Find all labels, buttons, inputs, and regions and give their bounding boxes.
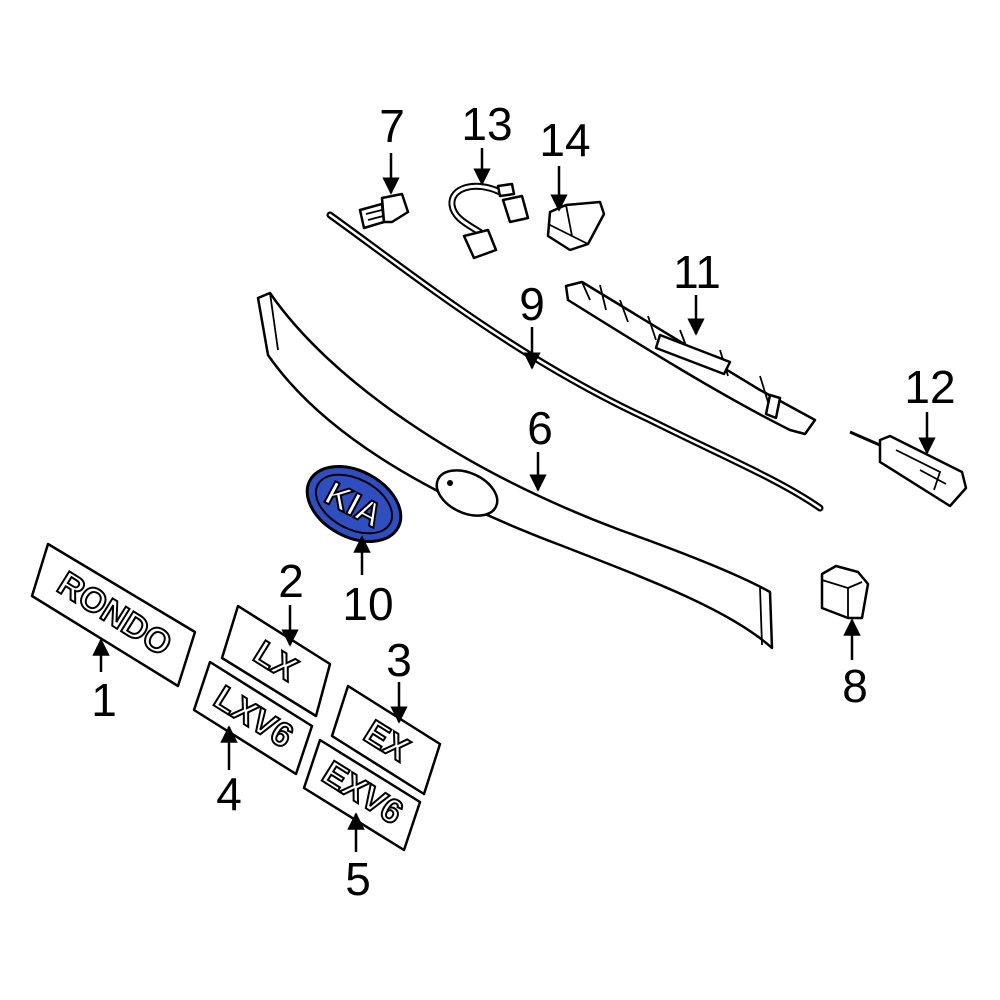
callout-8: 8 [842,660,868,712]
callout-14: 14 [539,114,590,166]
part-10-kia-emblem[interactable]: KIA [294,451,413,556]
callout-6: 6 [527,402,553,454]
part-7-screw[interactable] [358,192,410,230]
callout-3: 3 [386,634,412,686]
part-4-lxv6-badge[interactable]: LXV6 [192,660,314,776]
callout-5: 5 [345,853,371,905]
callout-4: 4 [216,768,242,820]
callout-7: 7 [379,100,405,152]
callout-10: 10 [342,578,393,630]
part-13-wiring-harness[interactable] [448,182,530,260]
leader-arrows [92,148,936,852]
part-14-clip[interactable] [546,200,606,252]
callout-9: 9 [519,278,545,330]
callout-13: 13 [461,98,512,150]
callout-11: 11 [673,246,721,298]
part-8-bumper-stop[interactable] [820,564,870,620]
part-1-rondo-badge[interactable]: RONDO [30,542,197,688]
callout-1: 1 [91,674,117,726]
callout-2: 2 [278,555,304,607]
part-12-license-lamp[interactable] [849,430,968,508]
part-9-weatherstrip[interactable] [326,211,824,512]
part-6-garnish[interactable] [256,291,774,650]
part-11-stop-lamp[interactable] [564,280,817,436]
callout-12: 12 [904,361,955,413]
